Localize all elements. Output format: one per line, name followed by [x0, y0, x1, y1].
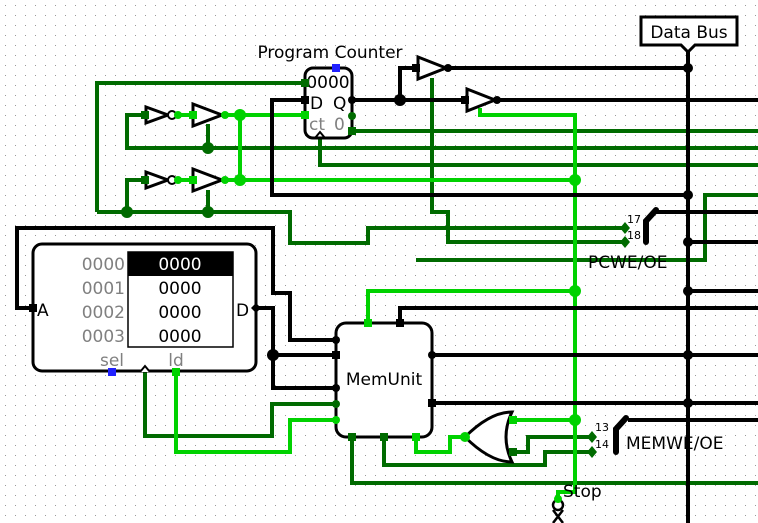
stop-label: Stop — [563, 482, 602, 502]
ram-component[interactable]: A D 0000 0001 0002 0003 0000 0000 0000 0… — [29, 242, 261, 376]
ram-clock-icon — [139, 364, 151, 373]
pc-select-pin[interactable] — [332, 64, 340, 72]
ram-addr-3: 0003 — [82, 327, 125, 347]
stop-pin[interactable] — [551, 495, 565, 523]
ram-addr-1: 0001 — [82, 279, 125, 299]
buffer-2[interactable] — [189, 166, 229, 194]
pc-d-label: D — [310, 94, 323, 114]
mem-unit[interactable]: MemUnit — [332, 319, 436, 441]
junctions — [121, 63, 693, 426]
ram-ld-label: ld — [168, 351, 184, 371]
ram-value-2[interactable]: 0000 — [158, 303, 201, 323]
ram-a-label: A — [37, 301, 49, 321]
buffer-1[interactable] — [189, 101, 229, 129]
memwe-oe-label: MEMWE/OE — [626, 434, 723, 454]
wires-bus — [15, 50, 758, 523]
data-bus-tunnel[interactable]: Data Bus — [639, 15, 739, 55]
program-counter[interactable]: 0000 D Q ct 0 — [301, 64, 356, 140]
ram-value-1[interactable]: 0000 — [158, 279, 201, 299]
wires-high — [174, 108, 577, 505]
split-bit-18: 18 — [627, 229, 641, 242]
ram-addr-0: 0000 — [82, 255, 125, 275]
ram-addr-2: 0002 — [82, 303, 125, 323]
split-bit-13: 13 — [595, 421, 609, 434]
pc-ct-label: ct — [309, 115, 325, 135]
pc-zero-label: 0 — [334, 115, 345, 135]
splitter-memwe-oe[interactable]: 13 14 — [587, 415, 629, 458]
tristate-buffer-1[interactable] — [412, 54, 452, 82]
split-bit-17: 17 — [627, 213, 641, 226]
ram-value-3[interactable]: 0000 — [158, 327, 201, 347]
pcwe-oe-label: PCWE/OE — [588, 253, 668, 273]
ram-sel-label: sel — [100, 351, 124, 371]
splitter-pcwe-oe[interactable]: 17 18 — [620, 207, 659, 248]
pc-value: 0000 — [306, 73, 349, 93]
ram-d-label: D — [236, 301, 249, 321]
inverter-2[interactable] — [141, 169, 182, 191]
data-bus-label: Data Bus — [650, 23, 727, 43]
tristate-buffer-2[interactable] — [461, 86, 501, 114]
split-bit-14: 14 — [595, 438, 609, 451]
program-counter-label: Program Counter — [257, 43, 402, 63]
wires-low — [95, 78, 758, 485]
or-gate[interactable] — [460, 410, 517, 464]
pc-q-label: Q — [333, 94, 346, 114]
ram-value-0[interactable]: 0000 — [158, 255, 201, 275]
mem-unit-label: MemUnit — [346, 370, 423, 390]
clock-icon — [314, 130, 326, 139]
